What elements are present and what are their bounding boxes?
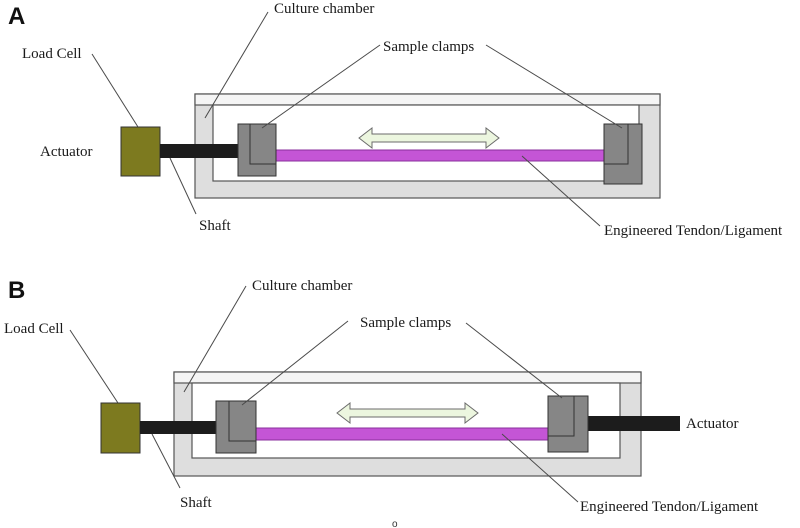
- panel-b-leader-shaft: [151, 433, 181, 489]
- panel-b-load-cell-block: [100, 402, 141, 454]
- panel-b-label-engineered: Engineered Tendon/Ligament: [580, 499, 759, 515]
- panel-b-chamber-lid: [173, 371, 642, 384]
- panel-a-actuator-block: [120, 126, 161, 177]
- panel-b-letter: B: [8, 277, 25, 304]
- panel-b-label-shaft: Shaft: [180, 495, 212, 511]
- panel-a-label-actuator: Actuator: [40, 144, 92, 160]
- panel-a-leader-load-cell: [91, 53, 139, 128]
- panel-b-leader-sample-clamps-left: [241, 320, 349, 406]
- panel-b-label-sample-clamps: Sample clamps: [360, 315, 451, 331]
- panel-b-leader-load-cell: [69, 329, 119, 404]
- panel-b-leader-sample-clamps-right: [465, 322, 563, 399]
- panel-b-shaft: [140, 421, 220, 434]
- footer-mark: o: [392, 519, 398, 528]
- panel-a-letter: A: [8, 3, 25, 30]
- panel-a-label-sample-clamps: Sample clamps: [383, 39, 474, 55]
- panel-a-leader-sample-clamps-left: [261, 44, 381, 129]
- panel-b-right-clamp-jaw: [548, 396, 575, 437]
- panel-a-label-shaft: Shaft: [199, 218, 231, 234]
- panel-b-left-clamp-jaw: [228, 401, 256, 442]
- panel-a-chamber-well: [212, 104, 640, 182]
- panel-a-right-clamp-jaw: [604, 124, 629, 165]
- panel-b-leader-engineered: [501, 433, 579, 503]
- panel-a-leader-culture-chamber: [204, 11, 269, 119]
- panel-a-left-clamp-jaw: [249, 124, 276, 165]
- panel-a-leader-shaft: [169, 157, 197, 215]
- panel-b-actuator-shaft: [586, 416, 680, 431]
- panel-b-label-culture-chamber: Culture chamber: [252, 278, 352, 294]
- panel-b-right-clamp: [547, 395, 589, 453]
- panel-b-double-arrow: [336, 401, 479, 425]
- panel-b: B Culture chamber Load Cell Sample clamp…: [4, 277, 759, 515]
- panel-a-right-clamp: [603, 123, 643, 185]
- panel-a-leader-sample-clamps-right: [485, 44, 623, 129]
- panel-a-shaft: [160, 144, 240, 158]
- panel-a-tendon: [269, 149, 611, 162]
- panel-a: A Culture chamber Load Cell Sample clamp…: [8, 1, 783, 239]
- panel-a-leader-engineered: [521, 155, 601, 227]
- panel-a-double-arrow: [358, 126, 500, 150]
- panel-b-label-load-cell: Load Cell: [4, 321, 64, 337]
- panel-a-chamber-lid: [194, 93, 661, 106]
- panel-b-left-clamp: [215, 400, 257, 454]
- panel-b-leader-culture-chamber: [183, 285, 247, 393]
- panel-b-label-actuator: Actuator: [686, 416, 738, 432]
- panel-a-left-clamp: [237, 123, 277, 177]
- panel-a-label-load-cell: Load Cell: [22, 46, 82, 62]
- panel-a-label-culture-chamber: Culture chamber: [274, 1, 374, 17]
- panel-a-label-engineered: Engineered Tendon/Ligament: [604, 223, 783, 239]
